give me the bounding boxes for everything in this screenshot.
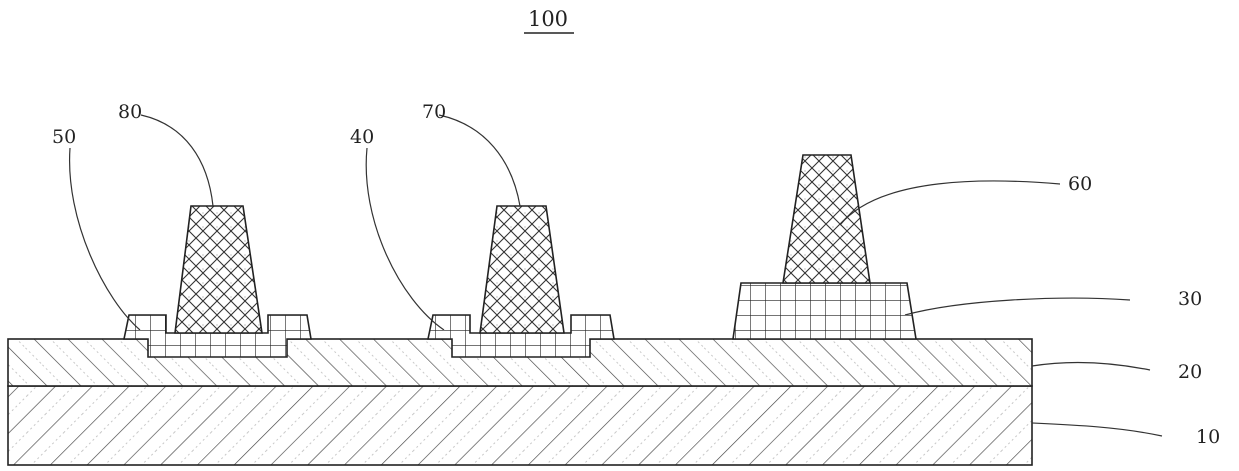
leader-30 — [905, 298, 1130, 315]
figure-title: 100 — [528, 7, 568, 31]
block-30 — [733, 283, 916, 339]
label-70: 70 — [422, 101, 446, 123]
label-10: 10 — [1196, 426, 1220, 448]
leader-70 — [439, 115, 520, 206]
leader-40 — [366, 148, 444, 330]
post-60 — [783, 155, 870, 283]
label-30: 30 — [1178, 288, 1202, 310]
label-60: 60 — [1068, 173, 1092, 195]
label-50: 50 — [52, 126, 76, 148]
post-80 — [175, 206, 262, 333]
leader-20 — [1032, 363, 1150, 370]
label-80: 80 — [118, 101, 142, 123]
substrate-10 — [8, 386, 1032, 465]
leader-10 — [1032, 423, 1162, 436]
leader-60 — [840, 181, 1060, 225]
leader-80 — [141, 115, 213, 206]
label-40: 40 — [350, 126, 374, 148]
leader-50 — [70, 148, 140, 330]
post-70 — [480, 206, 564, 333]
label-20: 20 — [1178, 361, 1202, 383]
